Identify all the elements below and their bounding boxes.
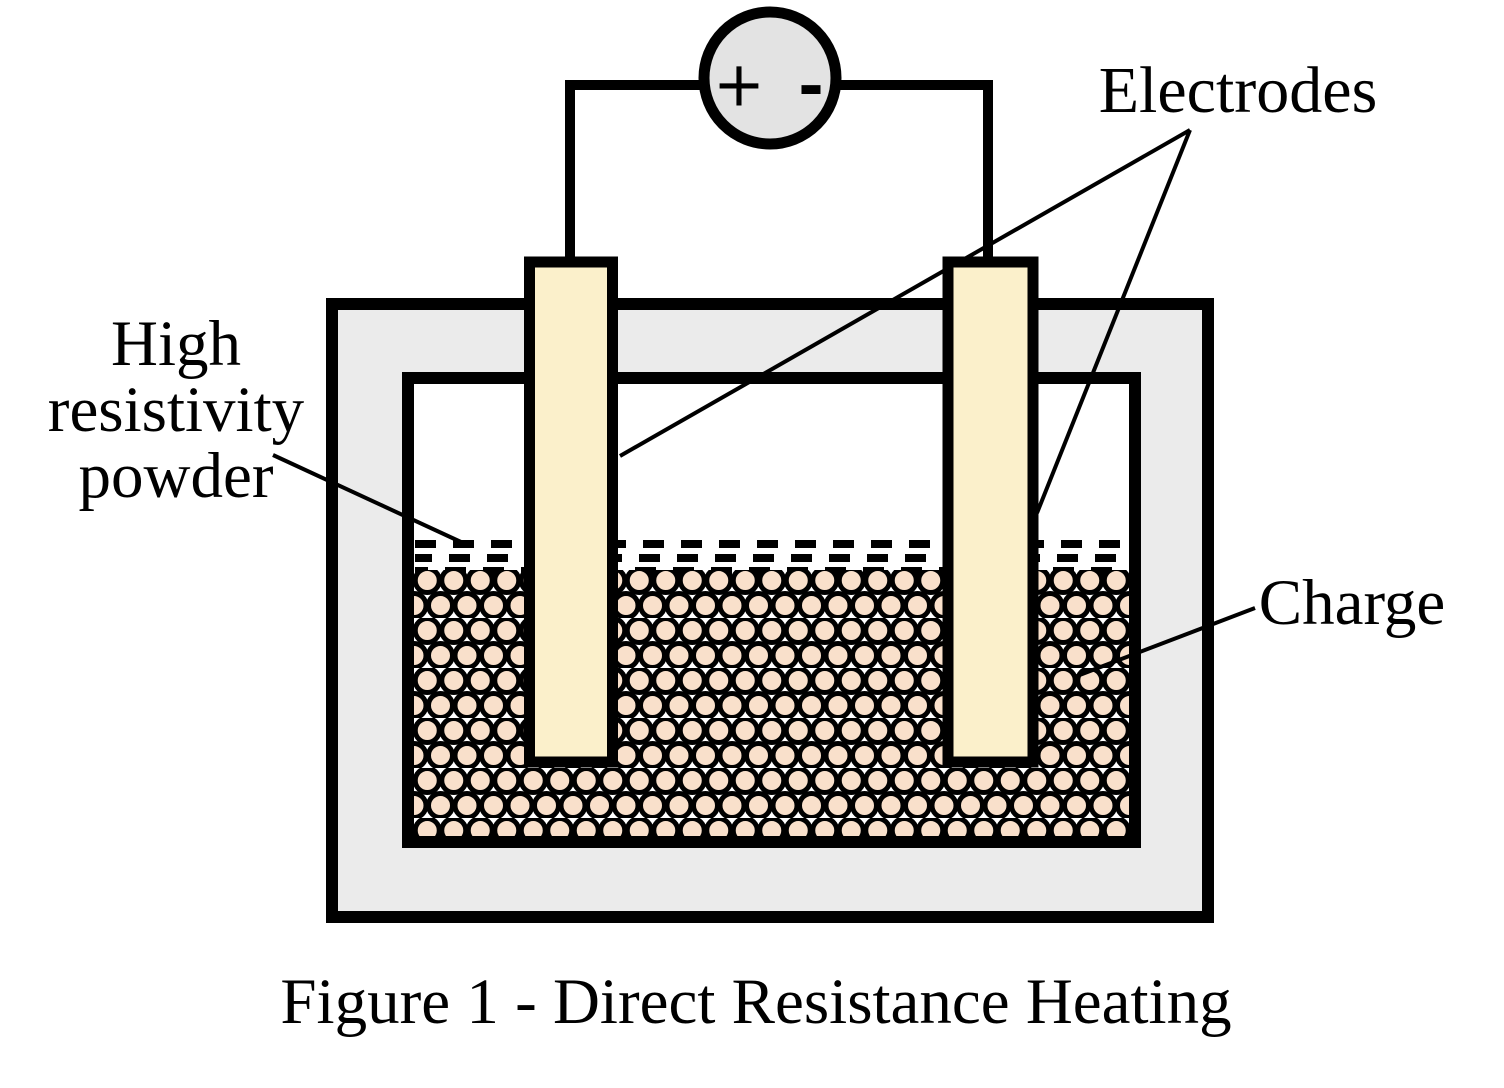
powder-label-line-1: High bbox=[111, 308, 241, 380]
figure-caption: Figure 1 - Direct Resistance Heating bbox=[280, 966, 1231, 1038]
powder-pointer bbox=[272, 453, 462, 544]
plus-symbol: + bbox=[713, 48, 765, 121]
wire-left bbox=[565, 80, 706, 260]
power-source-circle bbox=[698, 6, 842, 150]
minus-symbol: - bbox=[798, 50, 824, 123]
charge-pointer bbox=[1076, 606, 1256, 678]
wire-right bbox=[834, 80, 993, 260]
powder-label-line-2: resistivity bbox=[48, 374, 305, 446]
electrodes-pointer-right bbox=[1035, 129, 1192, 514]
electrodes-label: Electrodes bbox=[1099, 54, 1378, 127]
powder-label-line-3: powder bbox=[79, 440, 274, 512]
electrode-left bbox=[524, 256, 618, 768]
charge-label: Charge bbox=[1259, 567, 1446, 639]
electrodes-pointer-left bbox=[619, 128, 1191, 458]
powder-label: High resistivity powder bbox=[48, 308, 305, 512]
electrode-right bbox=[942, 256, 1039, 768]
